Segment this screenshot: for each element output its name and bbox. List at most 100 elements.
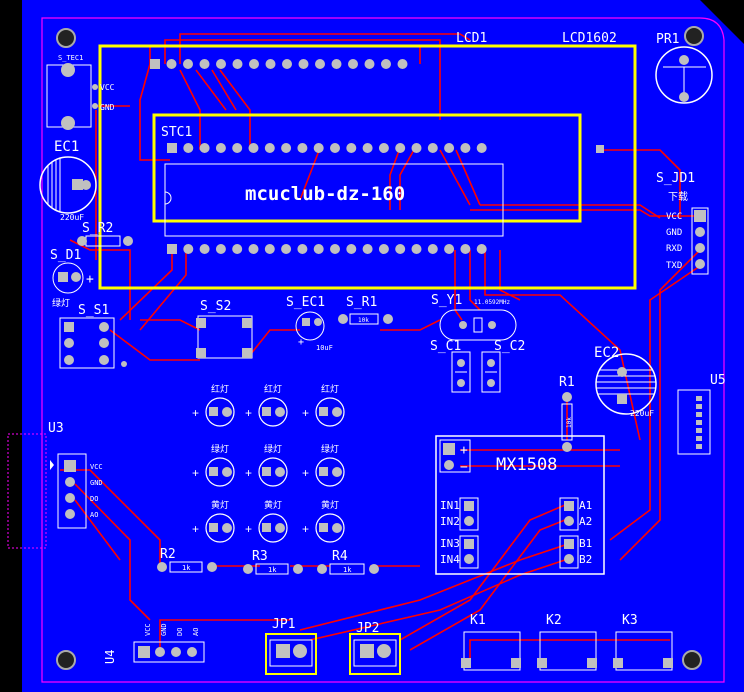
stc-pad xyxy=(183,244,194,254)
stc-pad xyxy=(395,143,406,153)
stc-pad xyxy=(264,244,275,254)
lcd-pad xyxy=(381,59,391,69)
u4-label: U4 xyxy=(103,650,117,664)
svg-text:DO: DO xyxy=(90,495,98,503)
s-s2-label: S_S2 xyxy=(200,299,231,314)
s-d1-green: 绿灯 xyxy=(52,297,70,309)
mounting-holes xyxy=(56,26,704,670)
lcd-pad xyxy=(282,59,292,69)
s-c2-label: S_C2 xyxy=(494,339,525,354)
stc-pad xyxy=(346,143,357,153)
lcd1-label: LCD1 xyxy=(456,31,487,46)
stc-pad xyxy=(395,244,406,254)
led-plus: + xyxy=(192,406,199,420)
led-outline xyxy=(315,457,345,487)
traffic-led-grid: +红灯+红灯+红灯+绿灯+绿灯+绿灯+黄灯+黄灯+黄灯 xyxy=(192,383,345,543)
led-plus: + xyxy=(192,522,199,536)
r3-label: R3 xyxy=(252,549,268,564)
stc-pad xyxy=(248,143,259,153)
lcd-pad xyxy=(216,59,226,69)
stc-pad xyxy=(411,143,422,153)
stc-pad xyxy=(460,244,471,254)
lcd-outline xyxy=(98,44,637,290)
led-color-label: 红灯 xyxy=(211,383,229,394)
svg-text:A1: A1 xyxy=(579,499,592,512)
r1-value: 10k xyxy=(566,417,573,428)
r4-label: R4 xyxy=(332,549,348,564)
led-outline xyxy=(315,397,345,427)
ec2-capacitor xyxy=(595,353,657,415)
led-pad xyxy=(332,407,342,417)
s-ec1-capacitor xyxy=(295,311,325,341)
u3-label: U3 xyxy=(48,421,64,436)
r4-resistor xyxy=(317,563,379,575)
key-pad xyxy=(511,658,521,668)
lcd-pad xyxy=(199,59,210,69)
u5-module xyxy=(677,389,711,455)
svg-text:GND: GND xyxy=(90,479,103,487)
s-jd1-header xyxy=(691,207,709,275)
led-color-label: 黄灯 xyxy=(264,499,282,510)
led-pad xyxy=(209,467,218,476)
stc-pad xyxy=(411,244,422,254)
r2-resistor xyxy=(157,561,217,573)
svg-text:IN1: IN1 xyxy=(440,499,460,512)
svg-text:1k: 1k xyxy=(182,564,191,572)
led-pad xyxy=(222,407,232,417)
led-pad xyxy=(275,467,285,477)
led-pad xyxy=(262,523,271,532)
stc-pad xyxy=(264,143,275,153)
led-outline xyxy=(258,457,288,487)
svg-text:IN3: IN3 xyxy=(440,537,460,550)
jp1-label: JP1 xyxy=(272,617,295,632)
u5-pads xyxy=(696,396,702,449)
led-pad xyxy=(262,467,271,476)
led-pad xyxy=(262,407,271,416)
s-tec1-vcc: VCC xyxy=(100,83,115,92)
key-pad xyxy=(613,658,623,668)
s-d1-led xyxy=(52,262,84,294)
led-color-label: 红灯 xyxy=(264,383,282,394)
led-pad xyxy=(319,523,328,532)
led-color-label: 红灯 xyxy=(321,383,339,394)
stc-pad xyxy=(330,244,340,254)
s-r1-value: 10k xyxy=(358,317,369,324)
s-r1-label: S_R1 xyxy=(346,295,377,310)
led-pad xyxy=(332,523,342,533)
lcd-pad xyxy=(348,59,358,69)
s-d1-plus: + xyxy=(86,272,94,287)
stc-pad xyxy=(199,143,210,153)
lcd-pad xyxy=(397,59,408,69)
download-label: 下载 xyxy=(668,191,688,203)
stc-pad xyxy=(215,244,226,254)
led-color-label: 黄灯 xyxy=(211,499,229,510)
s-c1-capacitor xyxy=(451,351,471,393)
s-s2-button xyxy=(197,315,253,359)
stc-top-pads xyxy=(167,143,487,153)
lcd-pad xyxy=(183,59,193,69)
led-pad xyxy=(319,467,328,476)
s-tec1-gnd: GND xyxy=(100,103,115,112)
stc-pad xyxy=(199,244,210,254)
s-tec1-label: S_TEC1 xyxy=(58,54,83,62)
jp2-connector xyxy=(349,633,401,675)
stc-pad xyxy=(232,244,243,254)
ec2-label: EC2 xyxy=(594,345,619,361)
s-c2-capacitor xyxy=(481,351,501,393)
led-color-label: 绿灯 xyxy=(321,443,339,454)
stc-pad xyxy=(476,143,487,153)
key-outline xyxy=(539,631,597,671)
svg-text:B1: B1 xyxy=(579,537,592,550)
stc-pad xyxy=(427,143,438,153)
svg-text:B2: B2 xyxy=(579,553,592,566)
stc-pad xyxy=(362,244,373,254)
led-plus: + xyxy=(245,466,252,480)
ec1-label: EC1 xyxy=(54,139,79,155)
svg-text:A2: A2 xyxy=(579,515,592,528)
lcd-pad xyxy=(331,59,342,69)
led-plus: + xyxy=(302,406,309,420)
svg-text:VCC: VCC xyxy=(144,623,152,636)
lcd-pad xyxy=(150,59,160,69)
jd-vcc: VCC xyxy=(666,212,682,222)
